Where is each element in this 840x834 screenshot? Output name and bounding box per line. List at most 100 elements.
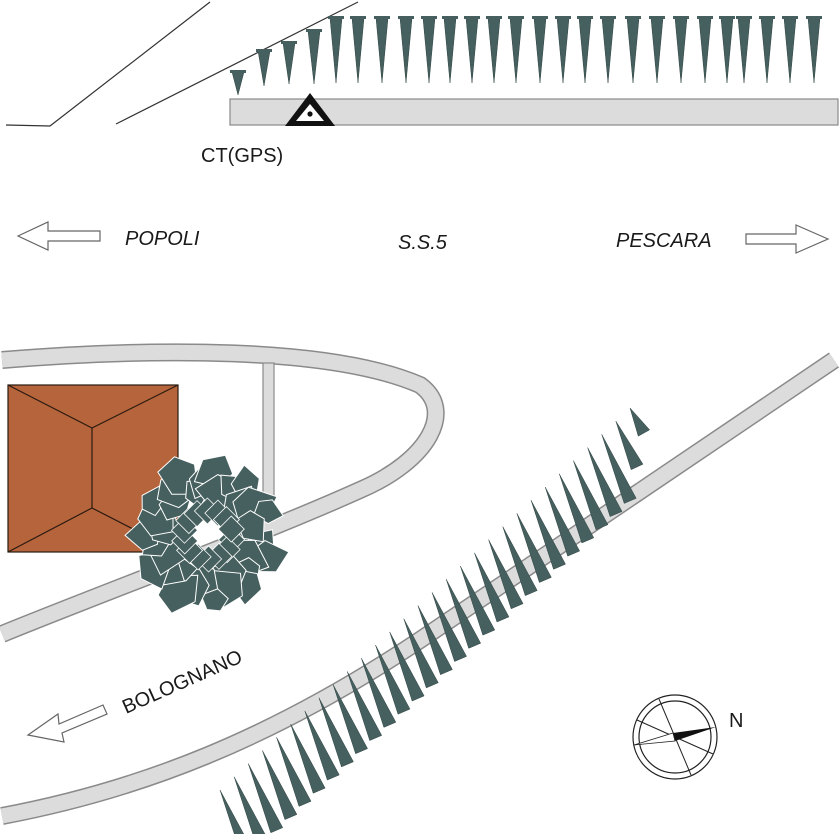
tree-spike <box>601 17 615 84</box>
tree-spike-cap <box>649 16 665 19</box>
direction-arrow-icon <box>16 221 101 251</box>
tree-spike-cap <box>673 16 689 19</box>
tree-spike <box>403 618 439 689</box>
tree-spike <box>248 763 284 834</box>
compass-rose-icon <box>632 694 718 780</box>
tree-spike-cap <box>532 16 548 19</box>
tree-spike-cap <box>508 16 524 19</box>
tree-spike-cap <box>306 29 322 32</box>
tree-spike <box>737 17 751 84</box>
tree-spike-cap <box>555 16 571 19</box>
lower-tree-row <box>219 407 651 834</box>
tree-spike-cap <box>374 16 390 19</box>
tree-spike <box>282 42 296 85</box>
tree-spike <box>533 17 547 84</box>
tree-spike-cap <box>759 16 775 19</box>
tree-spike-cap <box>328 16 344 19</box>
tree-spike <box>460 565 496 636</box>
tree-leaf <box>235 510 265 543</box>
tree-spike <box>587 447 623 517</box>
tree-spike <box>399 17 413 84</box>
tree-spike <box>417 605 453 676</box>
pescara-label: PESCARA <box>616 230 712 252</box>
tree-spike <box>375 644 411 715</box>
tree-spike <box>626 17 640 84</box>
tree-spike-cap <box>398 16 414 19</box>
tree-spike-cap <box>782 16 798 19</box>
tree-spike-cap <box>577 16 593 19</box>
tree-spike <box>556 17 570 84</box>
tree-spike <box>720 17 734 84</box>
tree-spike <box>290 724 326 794</box>
tree-spike <box>332 684 368 755</box>
tree-spike <box>502 526 538 596</box>
direction-arrow-icon <box>26 704 108 743</box>
tree-spike <box>629 407 651 437</box>
tree-spike <box>601 434 637 504</box>
tree-spike <box>465 17 479 84</box>
tree-leaf <box>217 515 245 543</box>
tree-spike <box>231 71 245 96</box>
tree-spike-cap <box>719 16 735 19</box>
tree-spike <box>361 658 397 728</box>
tree-spike <box>307 30 321 85</box>
tree-spike <box>443 17 457 84</box>
tree-spike-cap <box>421 16 437 19</box>
tree-spike <box>304 710 340 781</box>
tree-spike-cap <box>350 16 366 19</box>
tree-spike <box>615 421 644 471</box>
station-label: CT(GPS) <box>201 145 283 167</box>
tree-spike <box>233 776 266 834</box>
tree-spike-cap <box>600 16 616 19</box>
tree-spike <box>318 697 354 768</box>
tree-spike <box>509 17 523 84</box>
popoli-label: POPOLI <box>125 228 200 250</box>
bolognano-label: BOLOGNANO <box>119 646 246 719</box>
main-road <box>0 352 840 825</box>
tree-spike <box>559 473 595 544</box>
tree-spike <box>474 552 510 623</box>
tree-spike <box>573 460 609 531</box>
upper-road-strip <box>229 98 839 126</box>
tree-spike <box>674 17 688 84</box>
tree-spike <box>431 592 467 662</box>
embankment-lines <box>5 1 359 127</box>
tree-spike <box>698 17 712 84</box>
tree-spike <box>347 671 383 741</box>
tree-spike-cap <box>625 16 641 19</box>
tree-spike-cap <box>230 70 246 73</box>
tree-spike <box>530 500 566 570</box>
upper-tree-row <box>230 16 822 96</box>
tree-spike <box>760 17 774 84</box>
tree-spike-cap <box>442 16 458 19</box>
tree-spike <box>650 17 664 84</box>
tree-spike <box>578 17 592 84</box>
tree-spike-cap <box>486 16 502 19</box>
tree-spike-cap <box>464 16 480 19</box>
north-label: N <box>729 710 743 732</box>
tree-spike <box>488 539 524 610</box>
tree-spike <box>276 737 312 807</box>
tree-spike <box>807 17 821 84</box>
tree-spike <box>257 50 271 87</box>
tree-spike <box>262 750 298 820</box>
tree-spike-cap <box>806 16 822 19</box>
tree-spike <box>389 631 425 702</box>
triangle-station-icon <box>285 93 335 126</box>
tree-spike <box>516 513 552 583</box>
tree-spike <box>375 17 389 84</box>
tree-spike <box>329 17 343 84</box>
tree-spike <box>487 17 501 84</box>
direction-arrow-icon <box>745 224 830 254</box>
tree-spike <box>219 789 244 834</box>
road-label: S.S.5 <box>398 232 448 254</box>
tree-spike <box>445 579 482 649</box>
tree-spike-cap <box>697 16 713 19</box>
tree-spike-cap <box>256 49 272 52</box>
tree-spike <box>351 17 365 84</box>
tree-spike <box>422 17 436 84</box>
tree-canopy <box>124 454 290 614</box>
tree-spike-cap <box>736 16 752 19</box>
tree-spike <box>783 17 797 84</box>
